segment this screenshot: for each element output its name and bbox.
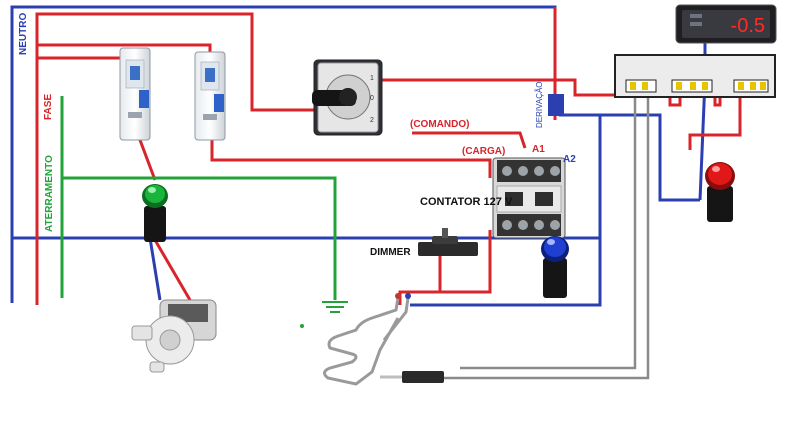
label-carga: (CARGA) [462,146,505,157]
thermostat-display: -0.5 [731,15,765,37]
label-fase: FASE [43,94,54,120]
label-aterramento: ATERRAMENTO [44,155,55,232]
label-dimmer: DIMMER [370,247,411,258]
heating-element [323,297,410,386]
label-comando: (COMANDO) [410,119,469,130]
ground-symbol [322,301,348,313]
drain-pump [131,299,217,373]
label-derivacao: DERIVAÇÃO [535,81,544,128]
thermostat-terminal-block [614,54,776,98]
pilot-light-blue [541,236,569,298]
ground-dot [300,324,304,328]
rotary-selector-switch: 1 0 2 [312,59,383,136]
temperature-sensor-probe [380,371,444,383]
selector-position-0: 0 [370,95,374,102]
circuit-breaker-2 [194,51,226,141]
selector-position-1: 1 [370,75,374,82]
label-contator: CONTATOR 127 V [420,196,513,208]
neutral-wires [10,5,707,307]
digital-thermostat: -0.5 [675,4,777,44]
heating-element-terminals [395,293,411,299]
label-neutro: NEUTRO [18,13,29,55]
label-a1: A1 [532,144,545,155]
label-a2: A2 [563,154,576,165]
contactor [492,157,566,239]
ground-wires [60,96,337,300]
circuit-breaker-1 [119,47,151,141]
selector-position-2: 2 [370,117,374,124]
sensor-wires [440,95,650,380]
pilot-light-green [142,184,168,242]
derivation-block [548,94,564,116]
pilot-light-red [705,162,735,222]
dimmer [418,228,478,256]
